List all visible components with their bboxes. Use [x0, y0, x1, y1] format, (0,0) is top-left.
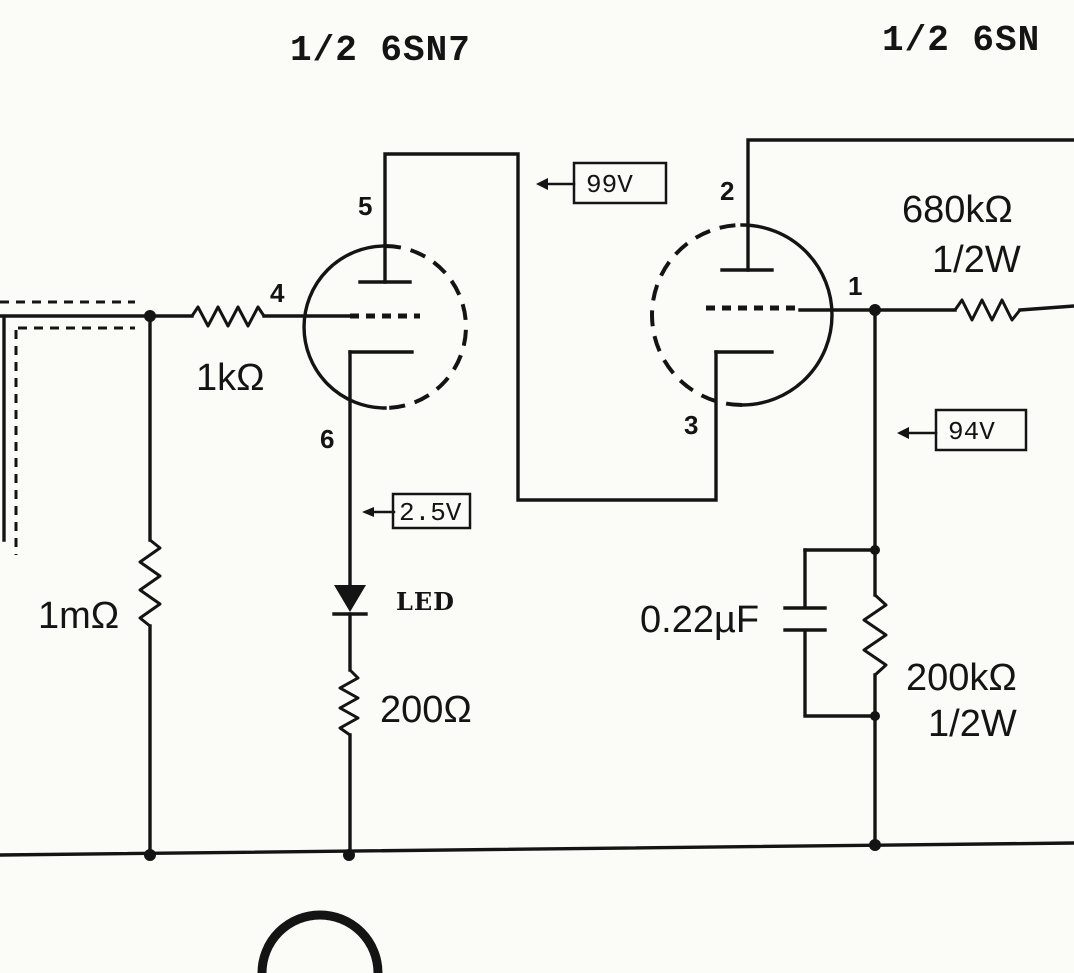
junction-rc-bottom [870, 711, 880, 721]
junction-ground-left [144, 849, 156, 861]
shielded-input-cable [0, 300, 152, 555]
right-plate-wire [746, 138, 1074, 272]
led-symbol [334, 585, 366, 612]
right-tube-title: 1/2 6SN [882, 20, 1040, 61]
left-tube-title: 1/2 6SN7 [290, 30, 471, 71]
led-label: LED [396, 587, 455, 616]
junction-rc-top [870, 545, 880, 555]
pin-label-4: 4 [270, 278, 285, 308]
left-cathode-chain [332, 350, 368, 857]
input-resistor-label: 1mΩ [38, 595, 119, 637]
pin-label-5: 5 [358, 191, 372, 221]
cathode-resistor-symbol [338, 668, 360, 737]
capacitor-label: 0.22µF [640, 599, 759, 641]
pin-label-2: 2 [720, 176, 734, 206]
voltage-callout-output: 94V [897, 408, 1028, 452]
svg-text:94V: 94V [948, 417, 995, 447]
output-resistor-symbol [953, 298, 1022, 322]
input-resistor [138, 314, 162, 857]
output-resistor-value-label: 680kΩ [902, 189, 1013, 231]
grid-resistor-symbol [190, 305, 266, 328]
pin-label-6: 6 [320, 424, 334, 454]
load-resistor-value-label: 200kΩ [906, 657, 1017, 699]
voltage-callout-cathode-left: 2.5V [362, 492, 472, 530]
svg-text:99V: 99V [586, 170, 633, 200]
load-resistor-power-label: 1/2W [928, 703, 1017, 745]
voltage-callout-plate-left: 99V [536, 161, 668, 205]
junction-output [869, 304, 881, 316]
left-plate-wire [383, 152, 718, 502]
output-node-wire [783, 298, 1074, 847]
svg-text:2.5V: 2.5V [399, 498, 462, 528]
grid-resistor-label: 1kΩ [196, 357, 265, 399]
cropped-symbol-fragment [257, 910, 383, 973]
output-resistor-power-label: 1/2W [932, 239, 1021, 281]
grid-input-wire [148, 305, 352, 328]
cathode-resistor-label: 200Ω [380, 689, 472, 731]
load-resistor-symbol [862, 593, 888, 677]
pin-label-3: 3 [684, 410, 698, 440]
ground-rail [0, 841, 1074, 857]
right-triode [650, 223, 834, 407]
pin-label-1: 1 [848, 271, 862, 301]
